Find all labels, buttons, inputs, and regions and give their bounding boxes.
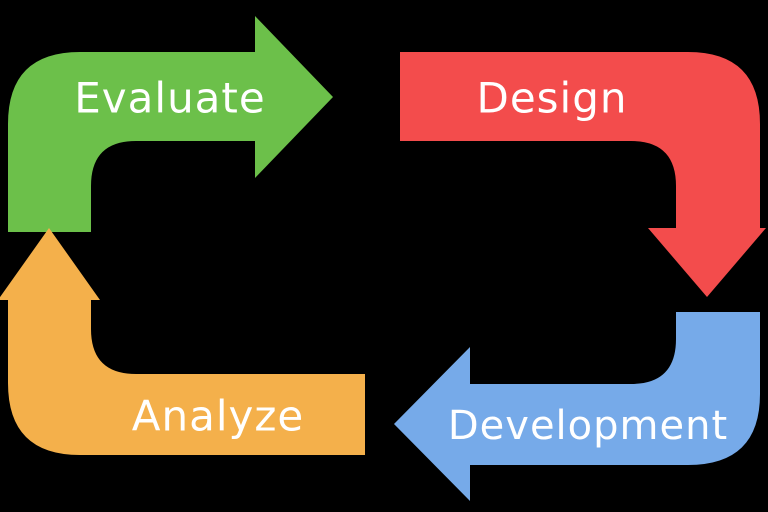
analyze-label: Analyze: [132, 392, 305, 441]
evaluate-label: Evaluate: [74, 74, 265, 123]
step-evaluate: Evaluate: [8, 16, 333, 232]
design-arrow-shape: [400, 52, 766, 297]
development-label: Development: [448, 403, 728, 449]
step-analyze: Analyze: [0, 228, 365, 455]
analyze-arrow-shape: [0, 228, 365, 455]
development-arrow-shape: [394, 312, 760, 501]
step-development: Development: [394, 312, 760, 501]
design-label: Design: [476, 74, 627, 123]
evaluate-arrow-shape: [8, 16, 333, 232]
step-design: Design: [400, 52, 766, 297]
